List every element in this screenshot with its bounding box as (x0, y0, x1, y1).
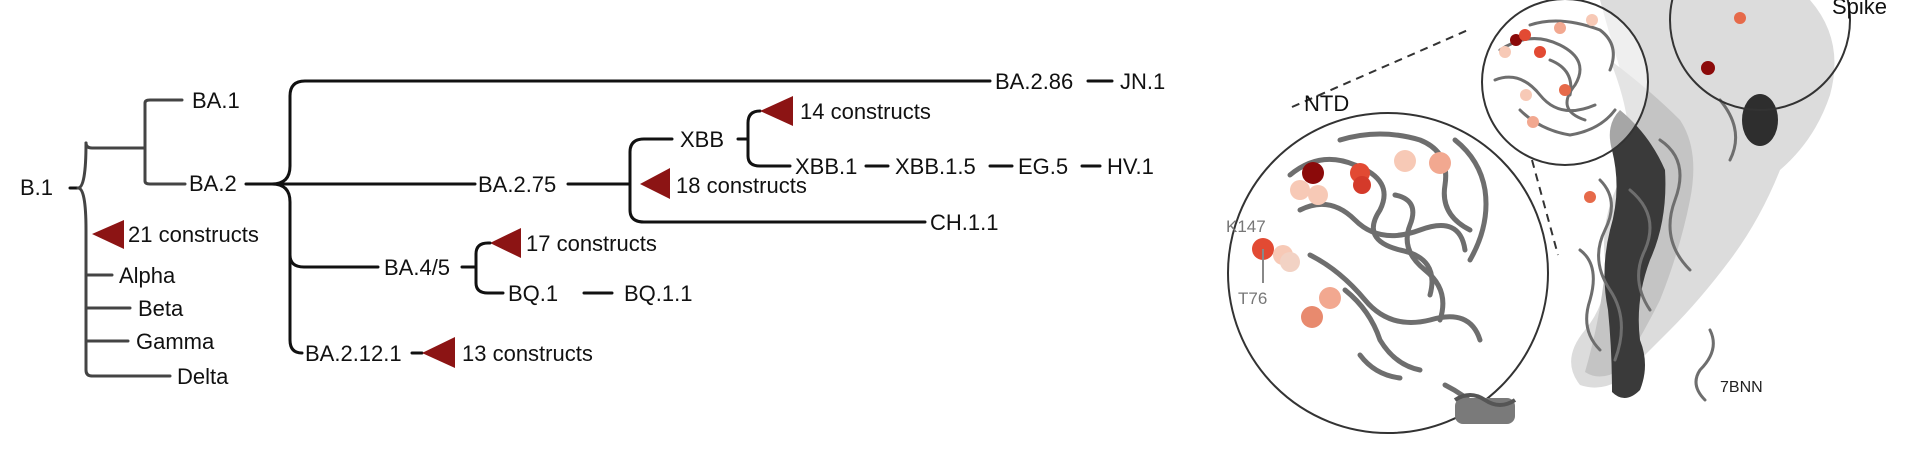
ntd-helix-turn (1453, 393, 1517, 407)
node-b1: B.1 (20, 175, 53, 200)
branch-ba45-split (474, 241, 505, 295)
mutation-dot (1280, 252, 1300, 272)
branch-b1-to-ba (84, 141, 147, 150)
spike-structure: Spike 7BNN NTD (1226, 0, 1887, 434)
mutation-dot (1394, 150, 1416, 172)
node-xbb15: XBB.1.5 (895, 154, 976, 179)
node-bq11: BQ.1.1 (624, 281, 692, 306)
node-bq1: BQ.1 (508, 281, 558, 306)
phylogenetic-tree: B.1 BA.1 BA.2 21 constructs Alpha Beta G… (20, 69, 1165, 389)
node-delta: Delta (177, 364, 229, 389)
node-jn1: JN.1 (1120, 69, 1165, 94)
mutation-dot (1301, 306, 1323, 328)
constructs-ba2121: 13 constructs (462, 341, 593, 366)
construct-marker-ba2121 (422, 337, 455, 368)
branch-root-spine (76, 141, 94, 378)
construct-marker-xbb (760, 96, 793, 126)
node-ba45: BA.4/5 (384, 255, 450, 280)
mutation-dot (1584, 191, 1596, 203)
spike-ribbons (1578, 98, 1738, 402)
pdb-label: 7BNN (1720, 379, 1763, 396)
ntd-ribbons (1287, 131, 1508, 417)
node-eg5: EG.5 (1018, 154, 1068, 179)
node-beta: Beta (138, 296, 184, 321)
mutation-dot (1499, 46, 1511, 58)
node-gamma: Gamma (136, 329, 215, 354)
ntd-label: NTD (1304, 91, 1349, 116)
branch-ba286 (244, 79, 992, 186)
branch-ba2121 (288, 253, 304, 355)
node-ba286: BA.2.86 (995, 69, 1073, 94)
spike-backbone (1604, 110, 1666, 399)
mutation-dot (1534, 46, 1546, 58)
zoom-connector-bottom (1531, 159, 1559, 256)
mutation-dot (1429, 152, 1451, 174)
node-ba275: BA.2.75 (478, 172, 556, 197)
mutation-dot (1308, 185, 1328, 205)
residue-k147: K147 (1226, 217, 1266, 236)
branch-ba45 (270, 182, 380, 269)
mutation-dot (1559, 84, 1571, 96)
branch-ba-split (143, 98, 187, 186)
mutation-dot (1290, 180, 1310, 200)
construct-marker-b1 (92, 220, 124, 249)
mutation-dot (1734, 12, 1746, 24)
node-xbb1: XBB.1 (795, 154, 857, 179)
node-alpha: Alpha (119, 263, 176, 288)
residue-t76: T76 (1238, 289, 1267, 308)
constructs-ba45: 17 constructs (526, 231, 657, 256)
mutation-dot (1520, 89, 1532, 101)
node-hv1: HV.1 (1107, 154, 1154, 179)
mutation-dot (1302, 162, 1324, 184)
branch-ba275-split (628, 137, 927, 224)
constructs-ba275: 18 constructs (676, 173, 807, 198)
node-ba2121: BA.2.12.1 (305, 341, 402, 366)
node-ba2: BA.2 (189, 171, 237, 196)
mutation-dot (1519, 29, 1531, 41)
constructs-b1: 21 constructs (128, 222, 259, 247)
node-ba1: BA.1 (192, 88, 240, 113)
constructs-xbb: 14 constructs (800, 99, 931, 124)
spike-label: Spike (1832, 0, 1887, 19)
mutation-dot (1353, 176, 1371, 194)
spike-zoom-circle (1669, 0, 1851, 111)
node-ch11: CH.1.1 (930, 210, 998, 235)
mutation-dot (1554, 22, 1566, 34)
mutation-dot (1510, 34, 1522, 46)
mutation-dot (1319, 287, 1341, 309)
node-xbb: XBB (680, 127, 724, 152)
construct-marker-ba275 (640, 168, 670, 199)
mutation-dot (1701, 61, 1715, 75)
spike-dark-patch (1742, 94, 1778, 146)
ntd-zoom-circle (1227, 112, 1549, 434)
construct-marker-ba45 (490, 228, 521, 258)
zoom-connector-top (1291, 29, 1469, 108)
mutation-dot (1527, 116, 1539, 128)
mutation-dot (1586, 14, 1598, 26)
branch-xbb-split (746, 109, 792, 168)
